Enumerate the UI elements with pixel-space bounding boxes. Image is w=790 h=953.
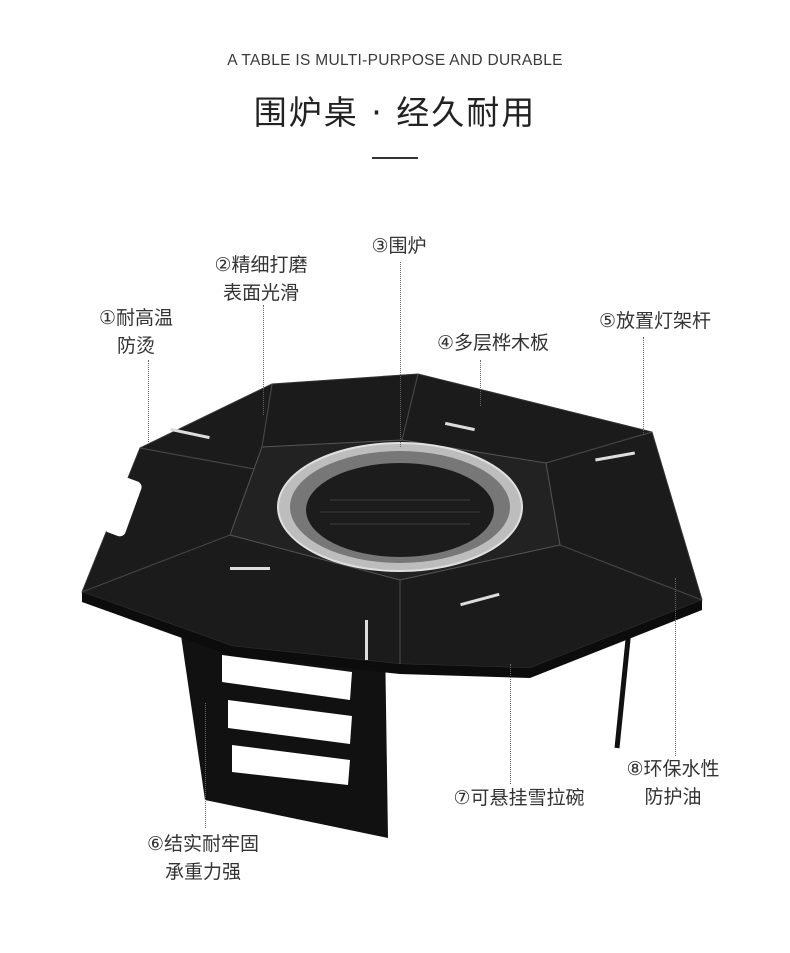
leader-line-6: [205, 703, 206, 828]
feature-label-2: ②精细打磨表面光滑: [214, 254, 308, 304]
leader-line-7: [510, 664, 511, 784]
leader-line-5: [643, 337, 644, 435]
handle-cutout: [104, 477, 142, 537]
leader-line-4: [480, 360, 481, 406]
feature-label-6: ⑥结实耐牢固承重力强: [146, 833, 260, 883]
feature-label-1: ①耐高温防烫: [98, 307, 174, 357]
leader-line-2: [263, 305, 264, 415]
page-title: 围炉桌 · 经久耐用: [253, 93, 537, 132]
left-leg-frame: [178, 615, 388, 838]
leader-line-3: [400, 262, 401, 447]
leader-line-1: [148, 360, 149, 442]
subtitle: A TABLE IS MULTI-PURPOSE AND DURABLE: [227, 52, 563, 69]
feature-label-7: ⑦可悬挂雪拉碗: [453, 787, 585, 809]
leader-line-8: [675, 578, 676, 756]
feature-label-4: ④多层桦木板: [436, 332, 550, 354]
feature-label-8: ⑧环保水性防护油: [626, 758, 720, 808]
feature-label-3: ③围炉: [371, 235, 427, 257]
feature-label-5: ⑤放置灯架杆: [598, 310, 712, 332]
grill-plate: [306, 463, 494, 557]
title-divider: [372, 157, 418, 159]
